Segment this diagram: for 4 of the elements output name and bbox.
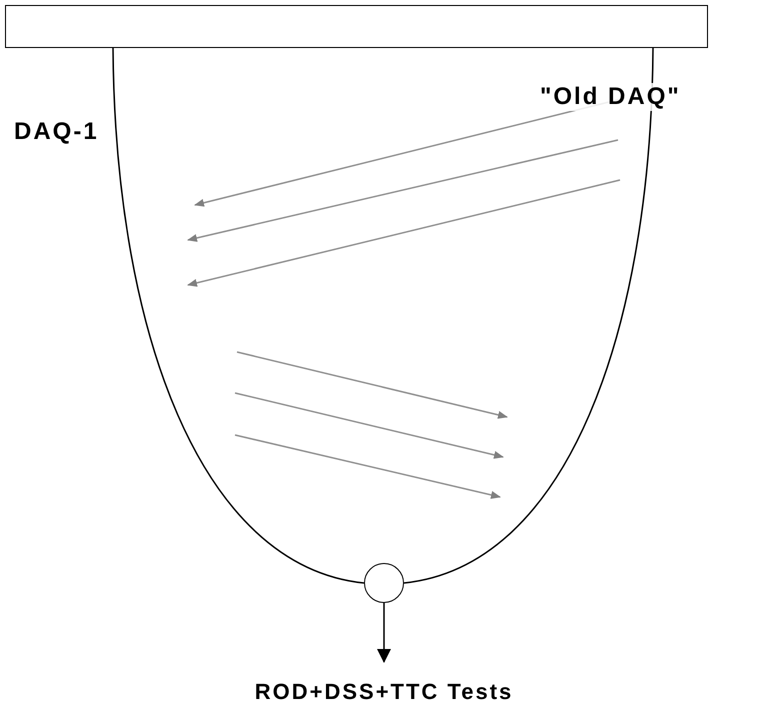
bar-box bbox=[5, 5, 708, 48]
junction-circle bbox=[364, 563, 404, 603]
test-label: ROD+DSS+TTC Tests bbox=[200, 672, 568, 712]
arrow bbox=[377, 603, 391, 663]
